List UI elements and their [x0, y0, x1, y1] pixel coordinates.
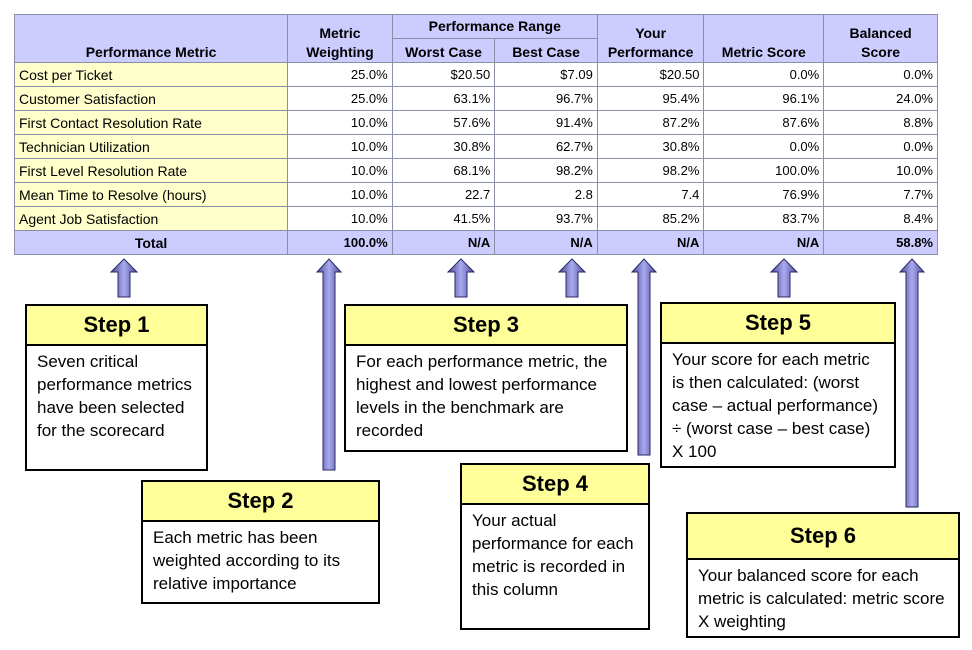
- step1-title: Step 1: [27, 306, 206, 346]
- metric-name: Mean Time to Resolve (hours): [13, 182, 289, 207]
- step2-text: Each metric has been weighted according …: [153, 528, 341, 593]
- step1-text: Seven critical performance metrics have …: [37, 352, 192, 440]
- total-your-performance: N/A: [596, 230, 705, 255]
- your-performance-cell: $20.50: [596, 62, 705, 87]
- balanced-score-cell: 0.0%: [823, 134, 938, 159]
- header-best-case: Best Case: [494, 38, 598, 63]
- metric-name: Technician Utilization: [13, 134, 289, 159]
- weighting-cell: 10.0%: [287, 110, 393, 135]
- header-worst-case: Worst Case: [391, 38, 496, 63]
- header-perf-line1: Your: [635, 25, 667, 41]
- best-case-cell: 93.7%: [494, 206, 598, 231]
- header-weighting-line2: Weighting: [306, 44, 374, 60]
- step5-arrow: [769, 258, 799, 298]
- your-performance-cell: 98.2%: [596, 158, 705, 183]
- worst-case-cell: 30.8%: [391, 134, 496, 159]
- step6-box: Step 6 Your balanced score for each metr…: [686, 512, 960, 638]
- header-perf-line2: Performance: [607, 44, 694, 60]
- total-row: Total 100.0% N/A N/A N/A N/A 58.8%: [13, 230, 938, 255]
- step5-title: Step 5: [662, 304, 894, 344]
- total-metric-score: N/A: [703, 230, 825, 255]
- step3-box: Step 3 For each performance metric, the …: [344, 304, 628, 452]
- total-weighting: 100.0%: [287, 230, 393, 255]
- worst-case-cell: 41.5%: [391, 206, 496, 231]
- best-case-cell: 2.8: [494, 182, 598, 207]
- total-worst-case: N/A: [391, 230, 496, 255]
- weighting-cell: 10.0%: [287, 206, 393, 231]
- metric-score-cell: 87.6%: [703, 110, 825, 135]
- step4-arrow: [630, 258, 658, 456]
- header-balanced-line1: Balanced: [849, 25, 912, 41]
- step3-text: For each performance metric, the highest…: [356, 352, 608, 440]
- best-case-cell: 62.7%: [494, 134, 598, 159]
- step3-title: Step 3: [346, 306, 626, 346]
- metric-score-cell: 96.1%: [703, 86, 825, 111]
- total-balanced-score: 58.8%: [823, 230, 938, 255]
- best-case-cell: $7.09: [494, 62, 598, 87]
- step2-arrow: [315, 258, 343, 471]
- step4-title: Step 4: [462, 465, 648, 505]
- best-case-cell: 91.4%: [494, 110, 598, 135]
- weighting-cell: 10.0%: [287, 158, 393, 183]
- your-performance-cell: 30.8%: [596, 134, 705, 159]
- step2-title: Step 2: [143, 482, 378, 522]
- balanced-score-cell: 7.7%: [823, 182, 938, 207]
- step2-box: Step 2 Each metric has been weighted acc…: [141, 480, 380, 604]
- worst-case-cell: $20.50: [391, 62, 496, 87]
- step6-arrow: [898, 258, 926, 508]
- your-performance-cell: 85.2%: [596, 206, 705, 231]
- step1-arrow: [109, 258, 139, 298]
- your-performance-cell: 95.4%: [596, 86, 705, 111]
- step5-text: Your score for each metric is then calcu…: [672, 350, 878, 461]
- step6-title: Step 6: [688, 514, 958, 560]
- balanced-score-cell: 24.0%: [823, 86, 938, 111]
- header-metric-score: Metric Score: [703, 14, 825, 63]
- worst-case-cell: 57.6%: [391, 110, 496, 135]
- metric-name: Cost per Ticket: [13, 62, 289, 87]
- table-row: Mean Time to Resolve (hours) 10.0% 22.7 …: [13, 182, 938, 207]
- step4-text: Your actual performance for each metric …: [472, 511, 634, 599]
- weighting-cell: 25.0%: [287, 62, 393, 87]
- table-row: Cost per Ticket 25.0% $20.50 $7.09 $20.5…: [13, 62, 938, 87]
- metric-name: Customer Satisfaction: [13, 86, 289, 111]
- your-performance-cell: 87.2%: [596, 110, 705, 135]
- step5-box: Step 5 Your score for each metric is the…: [660, 302, 896, 468]
- header-weighting-line1: Metric: [319, 25, 361, 41]
- total-label: Total: [13, 230, 289, 255]
- header-performance-range: Performance Range: [391, 14, 598, 39]
- step3-arrow-worst: [446, 258, 476, 298]
- metric-name: Agent Job Satisfaction: [13, 206, 289, 231]
- header-balanced-line2: Score: [861, 44, 901, 60]
- best-case-cell: 98.2%: [494, 158, 598, 183]
- balanced-score-cell: 0.0%: [823, 62, 938, 87]
- step6-text: Your balanced score for each metric is c…: [698, 566, 945, 631]
- step4-box: Step 4 Your actual performance for each …: [460, 463, 650, 630]
- header-performance-metric: Performance Metric: [13, 14, 289, 63]
- step1-box: Step 1 Seven critical performance metric…: [25, 304, 208, 471]
- step3-arrow-best: [557, 258, 587, 298]
